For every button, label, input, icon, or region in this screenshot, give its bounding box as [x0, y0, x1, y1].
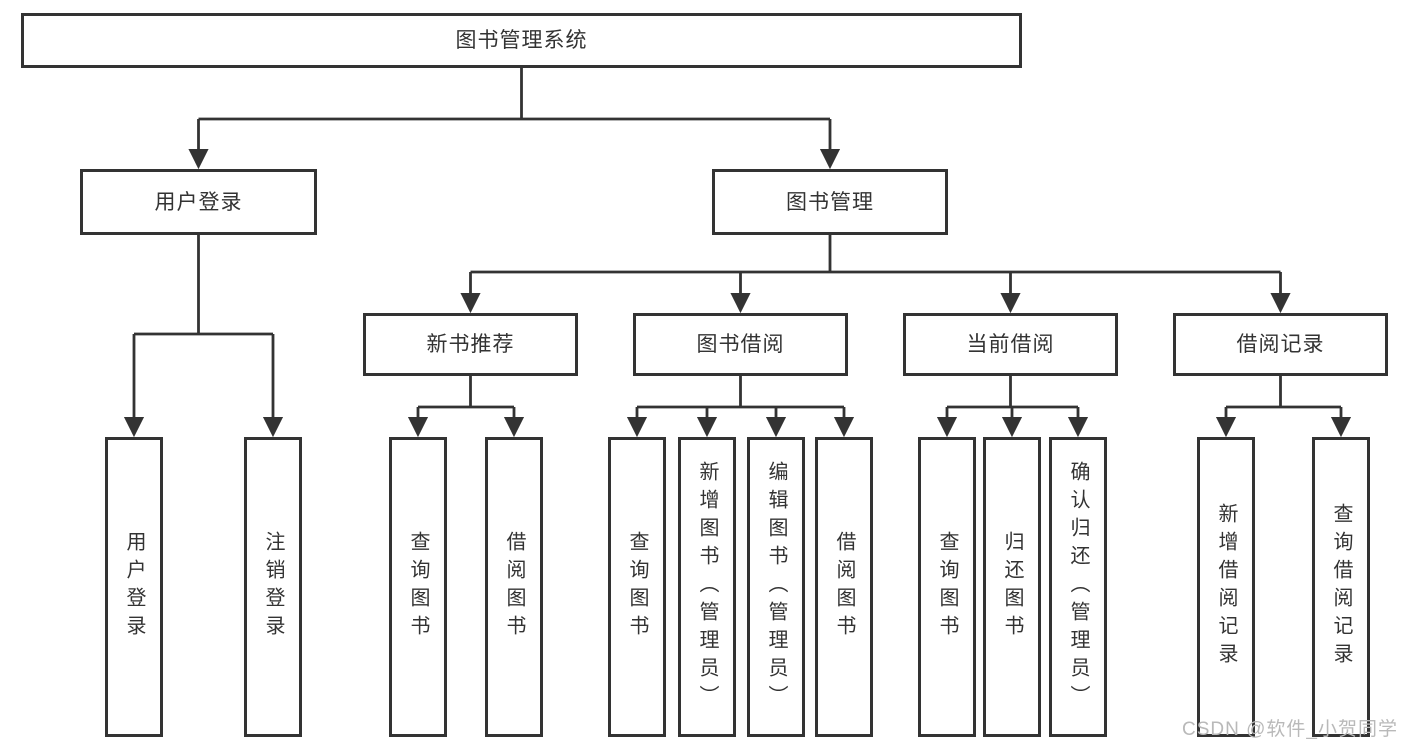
node-new-book-recommend: 新书推荐: [363, 313, 578, 376]
connector-borrow-records-to-leaves: [1215, 376, 1352, 438]
node-current-borrow: 当前借阅: [903, 313, 1118, 376]
node-book-borrow: 图书借阅: [633, 313, 848, 376]
leaf-confirm-return-admin: 确认归还（管理员）: [1049, 437, 1107, 737]
leaf-borrow-books: 借阅图书: [815, 437, 873, 737]
csdn-watermark: CSDN @软件_小贺同学: [1182, 719, 1398, 740]
connector-root-to-level2: [188, 68, 841, 170]
leaf-borrow-query-books: 查询图书: [608, 437, 666, 737]
connector-user-login-to-leaves: [123, 235, 284, 438]
connector-new-book-recommend-to-leaves: [407, 376, 525, 438]
connector-book-management-to-level3: [460, 235, 1291, 314]
connector-book-borrow-to-leaves: [626, 376, 855, 438]
leaf-edit-books-admin: 编辑图书（管理员）: [747, 437, 805, 737]
node-user-login: 用户登录: [80, 169, 317, 235]
connector-current-borrow-to-leaves: [936, 376, 1089, 438]
leaf-user-login: 用户登录: [105, 437, 163, 737]
leaf-query-borrow-record: 查询借阅记录: [1312, 437, 1370, 737]
leaf-logout: 注销登录: [244, 437, 302, 737]
leaf-add-books-admin: 新增图书（管理员）: [678, 437, 736, 737]
node-book-management: 图书管理: [712, 169, 948, 235]
node-borrow-records: 借阅记录: [1173, 313, 1388, 376]
leaf-return-books: 归还图书: [983, 437, 1041, 737]
leaf-recommend-borrow-books: 借阅图书: [485, 437, 543, 737]
node-root: 图书管理系统: [21, 13, 1022, 68]
leaf-add-borrow-record: 新增借阅记录: [1197, 437, 1255, 737]
leaf-recommend-query-books: 查询图书: [389, 437, 447, 737]
leaf-current-query-books: 查询图书: [918, 437, 976, 737]
